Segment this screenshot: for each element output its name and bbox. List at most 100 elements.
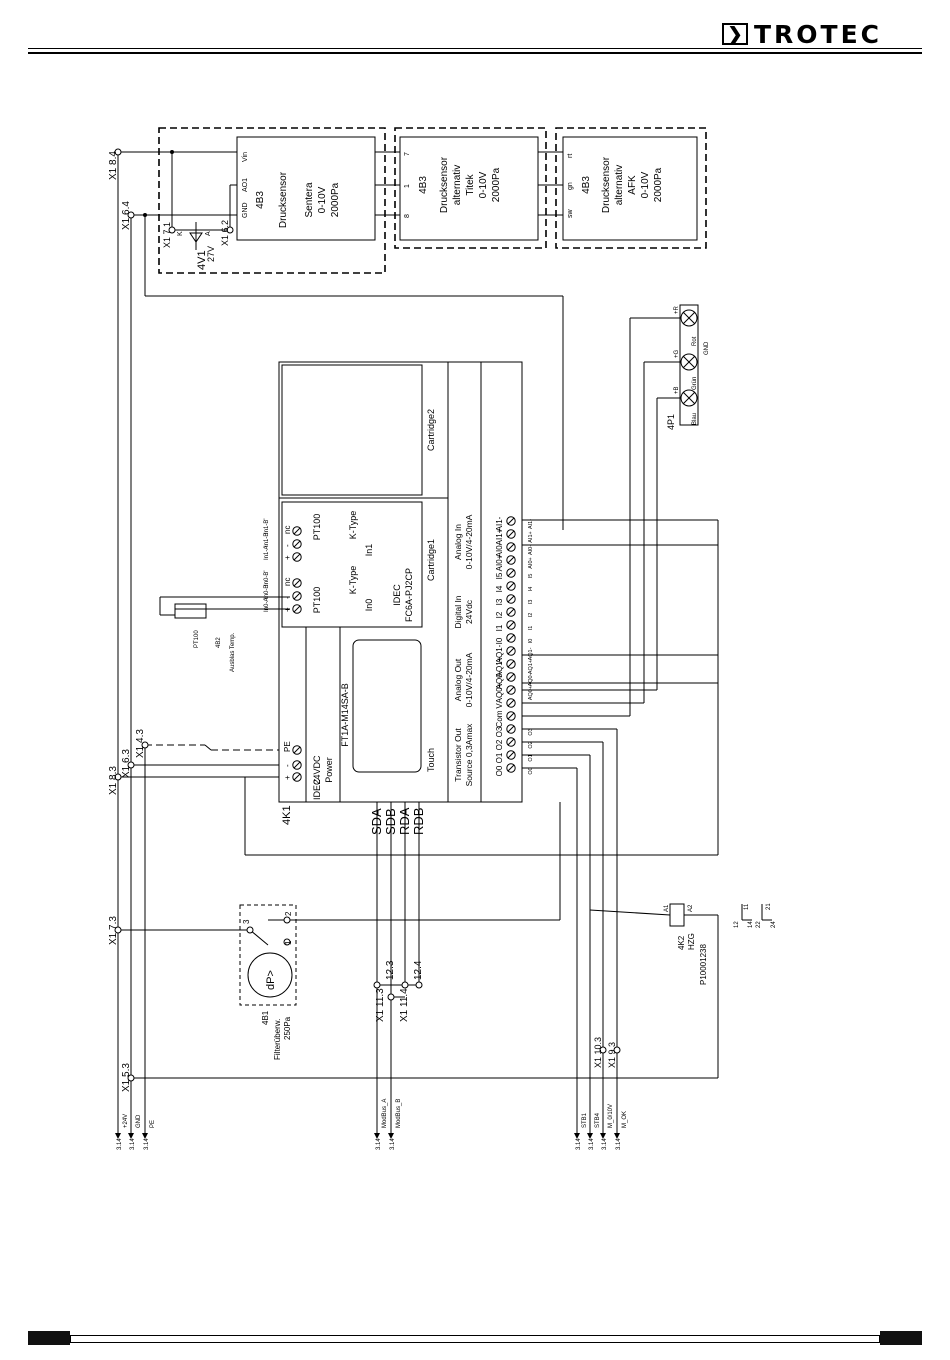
relay-contact-22: 22 [756,921,762,928]
io-terminal-label-12: I2 [495,611,504,618]
dp-pin-2: 2 [284,911,293,916]
plc-power-label1: 24VDC [312,755,322,785]
label-x1-63: X1 6.3 [121,749,132,778]
dp-enclosure [239,904,297,1006]
plc-touch: Touch [426,748,436,772]
label-x1-53: X1 5.3 [121,1063,132,1092]
dp-desc1: Filterüberw. [273,1019,282,1060]
cart-brand: IDEC [392,584,402,606]
bus-sda: SDA [369,808,384,835]
bottom-ref-page-0: 3.14 [117,1138,123,1150]
label-x1-43: X1 4.3 [135,729,146,758]
bottom-ref-page-7: 3.14 [602,1138,608,1150]
plc-brand: IDEC [312,778,322,800]
io-wire-label-0: O0 [528,767,534,774]
cart-terminal-1 [292,591,302,601]
sensor1-pin-vin: Vin [242,152,249,162]
relay-contact-11: 11 [744,903,750,910]
temp-type: PT100 [194,630,200,648]
io-wire-label-16: AI0+ [528,557,534,568]
io-wire-label-1: O1 [528,754,534,761]
dp-pin-1: 1 [284,940,293,945]
io-wire-label-6: AQ0+ [528,686,534,700]
io-title-din1: Digital In [453,595,463,628]
io-wire-label-11: I1 [528,626,534,631]
sensor2-line5: 2000Pa [491,167,502,202]
io-terminal-label-16: AI0+ [495,554,504,571]
lamp-pin-g: +G [674,349,680,358]
lamp-body [679,304,699,426]
cart1-wire-bb: In1-B' [264,519,270,535]
cart1-wire-b: In1-B [264,533,270,547]
io-terminal-label-1: O1 [495,752,504,763]
relay-contact-14: 14 [748,921,754,928]
trotec-logo: ❯ TROTEC [722,20,882,49]
label-x1-93: X1 9.3 [607,1042,617,1068]
lamp-ref: 4P1 [666,414,676,430]
io-terminal-19 [506,516,516,526]
sensor2-pin-7: 7 [404,152,411,156]
footer-rule [70,1335,880,1343]
cart-in1: In1 [364,544,374,557]
plc-display [352,639,422,773]
dp-ref: 4B1 [261,1010,270,1025]
bottom-ref-page-2: 3.14 [144,1138,150,1150]
io-title-din2: 24Vdc [464,599,474,624]
io-title-tout1: Transistor Out [453,728,463,782]
lamp-gnd: GND [704,341,710,355]
relay-ref: 4K2 [677,935,686,950]
label-x1-83: X1 8.3 [108,766,119,795]
zener-pin-a: A [205,231,212,236]
cart1-wire-a: In1-A [264,546,270,560]
bottom-ref-signal-0: +24V [123,1114,129,1128]
io-terminal-label-15: I5 [495,572,504,579]
cart1-term-nc: nc [283,526,292,534]
io-wire-label-8: AQ1+ [528,660,534,674]
io-terminal-6 [506,685,516,695]
io-title-ain1: Analog In [453,524,463,560]
sensor3-line1: Drucksensor [601,156,612,213]
cartridge-terminals [292,526,302,782]
io-terminal-9 [506,646,516,656]
io-wire-label-17: AI0- [528,545,534,555]
lamp-pin-r: +R [674,305,680,314]
cart0-wire-b: In0-B [264,585,270,599]
io-wire-label-10: I0 [528,639,534,644]
bottom-references: 3.14+24V3.14GND3.14PE3.14ModBus_A3.14Mod… [117,1099,628,1150]
io-terminal-label-8: AQ1+ [495,656,504,677]
plc-ref: 4K1 [281,805,293,825]
label-x1-71: X1 7.1 [162,222,172,248]
sensor2-line1: Drucksensor [439,156,450,213]
sensor2-line4: 0-10V [478,171,489,198]
io-terminal-4 [506,711,516,721]
io-terminal-14 [506,581,516,591]
cart-terminal-5 [292,526,302,536]
cart0-wire-a: In0-A [264,598,270,612]
relay-pin-a1: A1 [664,904,670,912]
io-title-ain2: 0-10V/4-20mA [464,514,474,569]
sensor1-enclosure [158,127,386,274]
sensor2-pin-8: 8 [404,214,411,218]
cart-in0: In0 [364,599,374,612]
io-terminal-label-0: O0 [495,765,504,776]
sensor2-ref: 4B3 [418,176,429,194]
io-terminal-label-19: AI1- [495,516,504,531]
bottom-ref-page-5: 3.14 [576,1138,582,1150]
plc-body [278,361,523,803]
bottom-ref-signal-3: ModBus_A [382,1099,388,1128]
lamp-color-red: Rot [692,336,698,346]
relay-type: HZG [687,933,696,950]
io-terminal-label-10: I0 [495,637,504,644]
lamp-color-blue: Blau [692,413,698,425]
bottom-ref-signal-4: ModBus_B [396,1099,402,1128]
cart-pt100-b: PT100 [312,514,322,541]
label-x1-103: X1 10.3 [593,1037,603,1068]
io-wire-label-2: O2 [528,741,534,748]
plc-power-term-plus: + [283,775,292,780]
cart0-wire-bb: In0-B' [264,571,270,587]
io-terminal-15 [506,568,516,578]
sensor1-line1: Drucksensor [278,171,289,228]
header-rule-thin [28,48,922,49]
